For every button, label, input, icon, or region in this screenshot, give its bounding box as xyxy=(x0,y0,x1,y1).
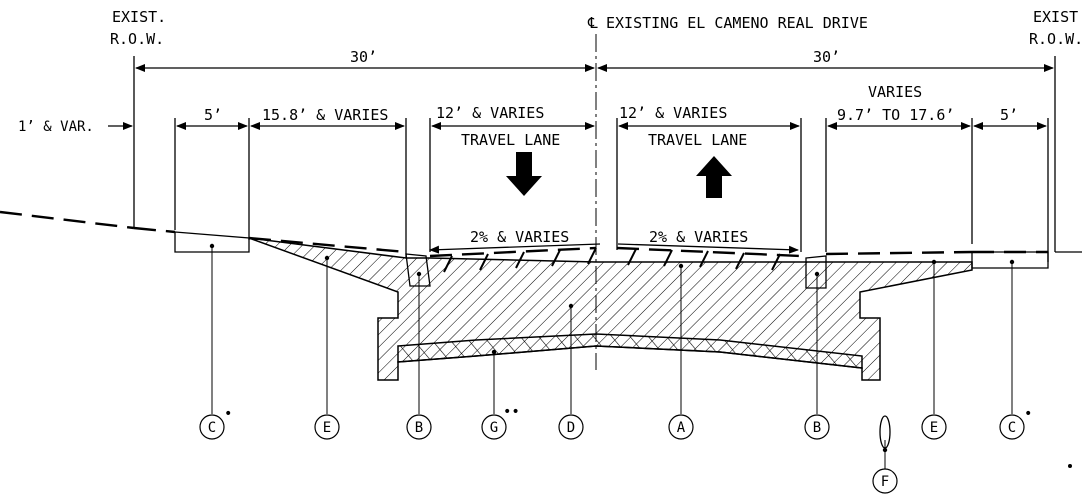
sidewalk-right xyxy=(971,251,1049,269)
existing-ground-left xyxy=(0,210,135,230)
centerline-label: EXISTING EL CAMENO REAL DRIVE xyxy=(606,14,868,32)
surface-ties xyxy=(443,247,781,273)
dim-right-parkway-label: 9.7’ TO 17.6’ xyxy=(837,106,954,124)
callout-letter: E xyxy=(323,420,331,436)
curb-left xyxy=(405,253,431,287)
fence-post-symbol xyxy=(879,415,891,449)
curb-right xyxy=(805,255,827,289)
pavement-section xyxy=(248,237,973,381)
surface-line xyxy=(133,226,176,234)
slope-right-arrow xyxy=(617,243,799,254)
leader-dots xyxy=(209,243,1072,468)
slope-left-label: 2% & VARIES xyxy=(470,228,569,246)
callout-d: D xyxy=(558,414,584,440)
callout-letter: G xyxy=(490,420,498,436)
row-left-label-2: R.O.W. xyxy=(110,30,164,48)
callout-e-right: E xyxy=(921,414,947,440)
callout-letter: C xyxy=(1008,420,1016,436)
callout-marker: • xyxy=(1024,406,1032,422)
callout-f: F xyxy=(872,468,898,494)
callout-letter: C xyxy=(208,420,216,436)
leader-lines xyxy=(211,244,1013,474)
callout-b-left: B xyxy=(406,414,432,440)
dim-left-parkway-label: 15.8’ & VARIES xyxy=(262,106,388,124)
callout-e-left: E xyxy=(314,414,340,440)
callout-letter: B xyxy=(813,420,821,436)
arrow-up-icon xyxy=(696,156,732,198)
callout-marker: •• xyxy=(503,404,520,420)
dim-right-parkway-top-label: VARIES xyxy=(868,83,922,101)
dim-right-30-label: 30’ xyxy=(813,48,840,66)
base-course xyxy=(397,333,863,369)
slope-right-label: 2% & VARIES xyxy=(649,228,748,246)
lane-right-label: TRAVEL LANE xyxy=(648,131,747,149)
callout-letter: F xyxy=(881,474,889,490)
callout-letter: A xyxy=(677,420,686,436)
dim-left-30-label: 30’ xyxy=(350,48,377,66)
callout-letter: D xyxy=(567,420,575,436)
row-right-label-2: R.O.W. xyxy=(1029,30,1082,48)
callout-marker: • xyxy=(224,406,232,422)
callout-c-right: C • xyxy=(999,406,1032,440)
dim-left-sidewalk-label: 5’ xyxy=(204,106,222,124)
surface-overlay xyxy=(248,236,1048,258)
callout-letter: E xyxy=(930,420,938,436)
dim-right-sidewalk-label: 5’ xyxy=(1000,106,1018,124)
slope-left-arrow xyxy=(429,243,601,254)
dim-left-offset-label: 1’ & VAR. xyxy=(18,119,94,135)
centerline-symbol: ℄ xyxy=(587,14,598,32)
callout-c-left: C • xyxy=(199,406,232,440)
dim-right-lane-label: 12’ & VARIES xyxy=(619,104,727,122)
lane-left-label: TRAVEL LANE xyxy=(461,131,560,149)
callout-b-right: B xyxy=(804,414,830,440)
row-right-label-1: EXIST xyxy=(1033,8,1078,26)
callout-g: G •• xyxy=(481,404,520,440)
callout-a: A xyxy=(668,414,694,440)
callout-letter: B xyxy=(415,420,423,436)
arrow-down-icon xyxy=(506,152,542,196)
row-left-label-1: EXIST. xyxy=(112,8,166,26)
dim-left-lane-label: 12’ & VARIES xyxy=(436,104,544,122)
sidewalk-left xyxy=(174,231,250,253)
